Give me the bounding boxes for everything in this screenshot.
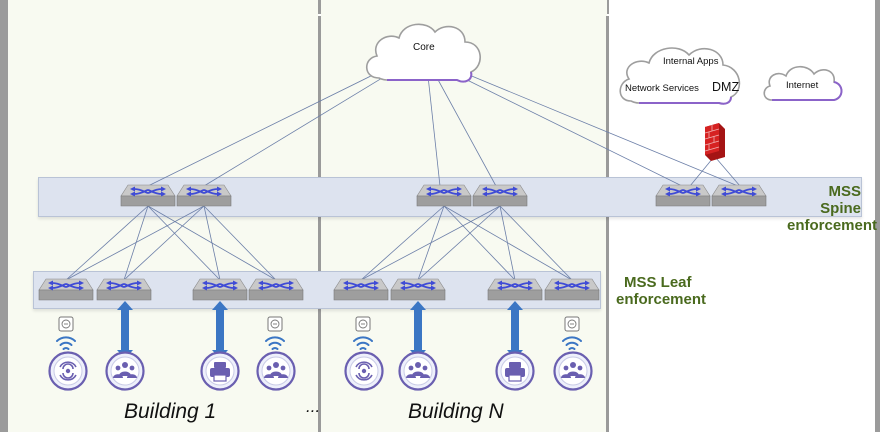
services-cloud: Internal Apps Network Services DMZ [615,37,751,109]
leaf-switch-bn-4 [544,278,600,302]
leaf-switch-bn-2 [390,278,446,302]
user-group-icon [256,351,296,391]
user-group-icon [553,351,593,391]
spine-switch-ext-2 [711,184,767,208]
wireless-endpoint-icon [48,351,88,391]
building-1-label: Building 1 [124,400,217,423]
wireless-access-point-icon [560,316,584,354]
spine-label-line-1: MSS Spine [820,183,861,217]
leaf-switch-b1-2 [96,278,152,302]
internet-cloud: Internet [760,60,844,106]
core-label: Core [413,42,435,53]
spine-label-line-2: enforcement [787,217,878,234]
leaf-switch-b1-4 [248,278,304,302]
user-group-icon [398,351,438,391]
wireless-endpoint-icon [344,351,384,391]
wireless-access-point-icon [351,316,375,354]
core-cloud: Core [361,14,489,90]
internal-apps-label: Internal Apps [663,56,719,67]
user-group-icon [105,351,145,391]
spine-switch-b1-2 [176,184,232,208]
spine-switch-ext-1 [655,184,711,208]
leaf-switch-bn-3 [487,278,543,302]
firewall-icon [701,121,727,161]
leaf-switch-b1-3 [192,278,248,302]
dmz-label: DMZ [712,80,740,94]
column-divider-right [606,16,609,432]
spine-layer-label: MSS Spine enforcement [787,183,878,234]
leaf-switch-b1-1 [38,278,94,302]
wireless-access-point-icon [54,316,78,354]
leaf-label-line-2: enforcement [616,291,707,308]
building-n-label: Building N [408,400,504,423]
frame-left-border [0,0,8,432]
spine-switch-bn-2 [472,184,528,208]
leaf-layer-label: MSS Leaf enforcement [616,274,706,308]
building-ellipsis: ... [306,397,321,416]
internet-label: Internet [786,80,819,91]
column-divider-left [318,16,321,432]
wireless-access-point-icon [263,316,287,354]
leaf-switch-bn-1 [333,278,389,302]
leaf-label-line-1: MSS Leaf [624,274,692,291]
network-services-label: Network Services [625,83,699,94]
spine-switch-b1-1 [120,184,176,208]
printer-icon [200,351,240,391]
printer-icon [495,351,535,391]
frame-right-border [875,0,880,432]
spine-switch-bn-1 [416,184,472,208]
